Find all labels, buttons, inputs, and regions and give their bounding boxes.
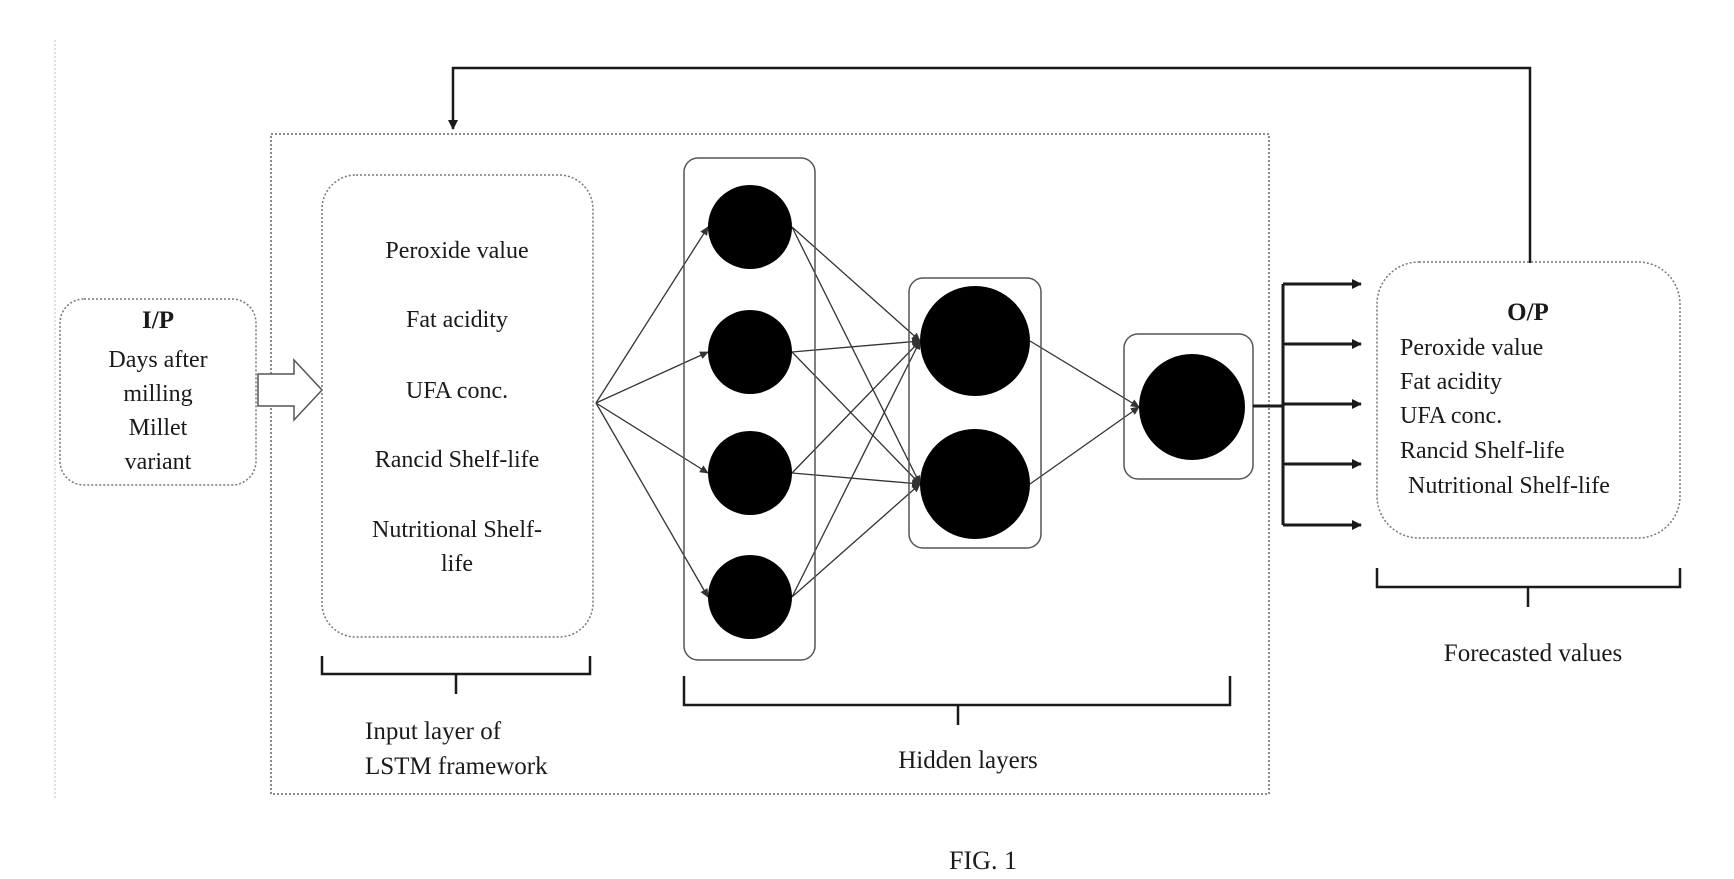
hidden-connection: [792, 484, 920, 597]
hidden-layers-caption: Hidden layers: [898, 747, 1038, 774]
input-layer-item: Fat acidity: [406, 307, 508, 333]
input-to-hidden-connection: [596, 227, 708, 403]
output-item: Rancid Shelf-life: [1400, 438, 1565, 464]
hidden-connection: [1030, 341, 1139, 407]
input-layer-brace: [322, 656, 590, 694]
input-box: I/P Days after milling Millet variant: [60, 299, 256, 485]
feedback-loop-arrow: [453, 68, 1530, 263]
input-layer-caption: LSTM framework: [365, 753, 548, 780]
neuron-layer-1: [708, 185, 792, 269]
network-neurons: [708, 185, 1245, 639]
network-connections: [596, 227, 1139, 597]
neuron-layer-2: [920, 429, 1030, 539]
figure-label: FIG. 1: [949, 846, 1017, 875]
input-to-hidden-connection: [596, 403, 708, 473]
input-layer-caption: Input layer of: [365, 718, 502, 745]
neuron-layer-3: [1139, 354, 1245, 460]
neuron-layer-1: [708, 555, 792, 639]
hidden-connection: [792, 352, 920, 484]
hidden-connection: [792, 227, 920, 341]
output-item: Nutritional Shelf-life: [1408, 473, 1610, 499]
input-to-hidden-connection: [596, 403, 708, 597]
output-box-heading: O/P: [1507, 299, 1549, 326]
input-layer-item: Rancid Shelf-life: [375, 447, 540, 473]
hollow-arrow: [258, 360, 322, 420]
output-item: Peroxide value: [1400, 335, 1543, 361]
input-layer-item: UFA conc.: [406, 378, 508, 404]
input-box-line: variant: [125, 449, 192, 475]
output-item: Fat acidity: [1400, 369, 1502, 395]
input-box-heading: I/P: [142, 307, 174, 334]
neuron-layer-2: [920, 286, 1030, 396]
hidden-connection: [792, 341, 920, 473]
hidden-connection: [792, 341, 920, 597]
input-layer-item: Nutritional Shelf-: [372, 517, 542, 543]
hidden-layers-brace: [684, 676, 1230, 725]
input-layer-item: life: [441, 551, 473, 577]
input-layer-box: Peroxide value Fat acidity UFA conc. Ran…: [322, 175, 593, 637]
neuron-layer-1: [708, 310, 792, 394]
hidden-connection: [792, 473, 920, 484]
hidden-connection: [1030, 407, 1139, 484]
input-box-line: Millet: [129, 415, 188, 441]
hidden-connection: [792, 341, 920, 352]
hidden-connection: [792, 227, 920, 484]
output-brace: [1377, 568, 1680, 607]
input-box-line: Days after: [108, 347, 207, 373]
output-caption: Forecasted values: [1444, 640, 1622, 667]
output-box: O/P Peroxide value Fat acidity UFA conc.…: [1377, 262, 1680, 538]
input-layer-item: Peroxide value: [385, 238, 528, 264]
output-item: UFA conc.: [1400, 403, 1502, 429]
input-box-line: milling: [123, 381, 192, 407]
neuron-layer-1: [708, 431, 792, 515]
